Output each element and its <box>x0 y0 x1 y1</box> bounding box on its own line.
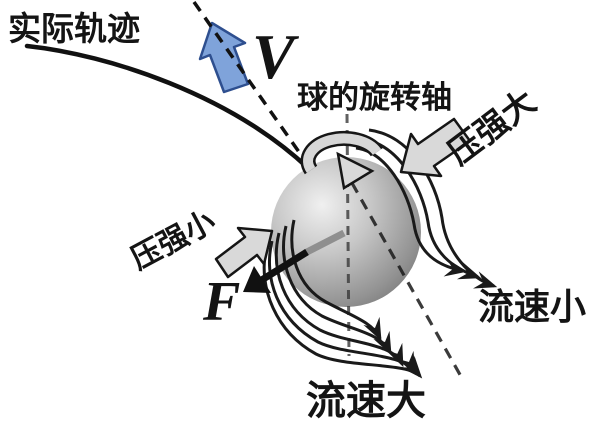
fast-flow-lines <box>262 219 423 379</box>
velocity-arrow <box>200 23 248 92</box>
rotation-axis-dashed-line <box>345 113 351 357</box>
launch-direction-dashed-line <box>192 0 301 154</box>
force-arrow-head <box>243 266 271 293</box>
low-pressure-label: 压强小 <box>126 205 221 276</box>
fast-flow-label: 流速大 <box>306 378 426 423</box>
flow-line <box>282 225 392 356</box>
slow-flow-label: 流速小 <box>478 287 586 327</box>
force-arrow-inner-segment <box>303 229 346 257</box>
flow-line <box>290 219 382 342</box>
spin-arrow-head <box>336 151 375 191</box>
force-arrow <box>243 249 309 293</box>
force-label: F <box>202 271 240 333</box>
flow-line <box>355 146 468 277</box>
low-pressure-arrow <box>214 226 274 279</box>
flow-line <box>368 128 498 289</box>
velocity-arrow-outline <box>198 21 250 94</box>
spinning-ball <box>271 157 421 307</box>
trajectory-curve <box>24 43 311 171</box>
high-pressure-arrow <box>399 117 472 178</box>
flow-line <box>361 137 482 280</box>
force-arrow-shaft <box>258 249 309 284</box>
flow-line <box>262 248 423 379</box>
spin-arrow-band <box>303 133 382 173</box>
trajectory-label: 实际轨迹 <box>8 10 140 48</box>
spin-arrow <box>300 130 384 191</box>
slow-flow-lines <box>355 128 498 289</box>
flow-line <box>274 232 404 368</box>
rotation-axis-label: 球的旋转轴 <box>297 80 452 115</box>
velocity-label: V <box>252 21 300 92</box>
